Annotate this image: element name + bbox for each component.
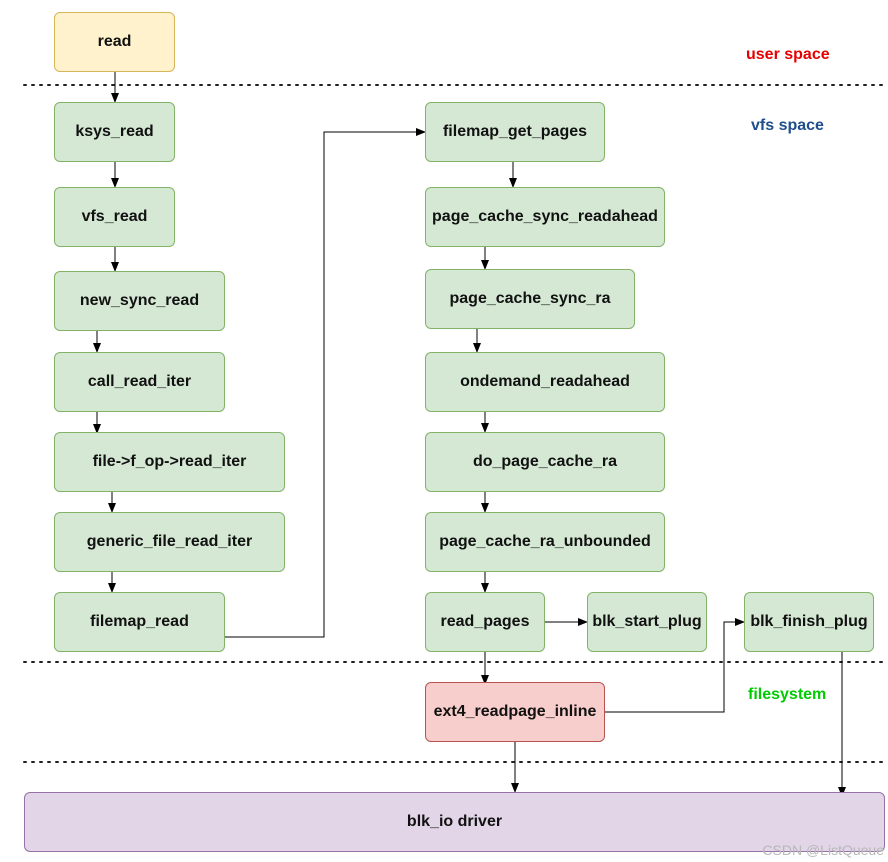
node-blk-start-plug: blk_start_plug bbox=[587, 592, 707, 652]
node-blk-finish-plug: blk_finish_plug bbox=[744, 592, 874, 652]
zone-label-user-space: user space bbox=[746, 46, 830, 63]
node-generic-file-read-iter: generic_file_read_iter bbox=[54, 512, 285, 572]
node-filemap-read: filemap_read bbox=[54, 592, 225, 652]
node-new-sync-read: new_sync_read bbox=[54, 271, 225, 331]
node-blk-io-driver: blk_io driver bbox=[24, 792, 885, 852]
node-call-read-iter: call_read_iter bbox=[54, 352, 225, 412]
node-do-page-cache-ra: do_page_cache_ra bbox=[425, 432, 665, 492]
node-page-cache-sync-ra: page_cache_sync_ra bbox=[425, 269, 635, 329]
node-read: read bbox=[54, 12, 175, 72]
zone-label-filesystem: filesystem bbox=[748, 686, 827, 703]
node-read-pages: read_pages bbox=[425, 592, 545, 652]
edge-filemap-read-filemap-get-pages bbox=[224, 128, 426, 638]
node-vfs-read: vfs_read bbox=[54, 187, 175, 247]
watermark: CSDN @ListQueue bbox=[762, 842, 884, 858]
node-ondemand-readahead: ondemand_readahead bbox=[425, 352, 665, 412]
edge-ext4-readpage-inline-blk-finish-plug bbox=[604, 618, 745, 713]
node-filemap-get-pages: filemap_get_pages bbox=[425, 102, 605, 162]
node-page-cache-sync-readahead: page_cache_sync_readahead bbox=[425, 187, 665, 247]
node-page-cache-ra-unbounded: page_cache_ra_unbounded bbox=[425, 512, 665, 572]
node-ext4-readpage-inline: ext4_readpage_inline bbox=[425, 682, 605, 742]
node-ksys-read: ksys_read bbox=[54, 102, 175, 162]
node-f-op-read-iter: file->f_op->read_iter bbox=[54, 432, 285, 492]
zone-label-vfs-space: vfs space bbox=[751, 117, 824, 134]
